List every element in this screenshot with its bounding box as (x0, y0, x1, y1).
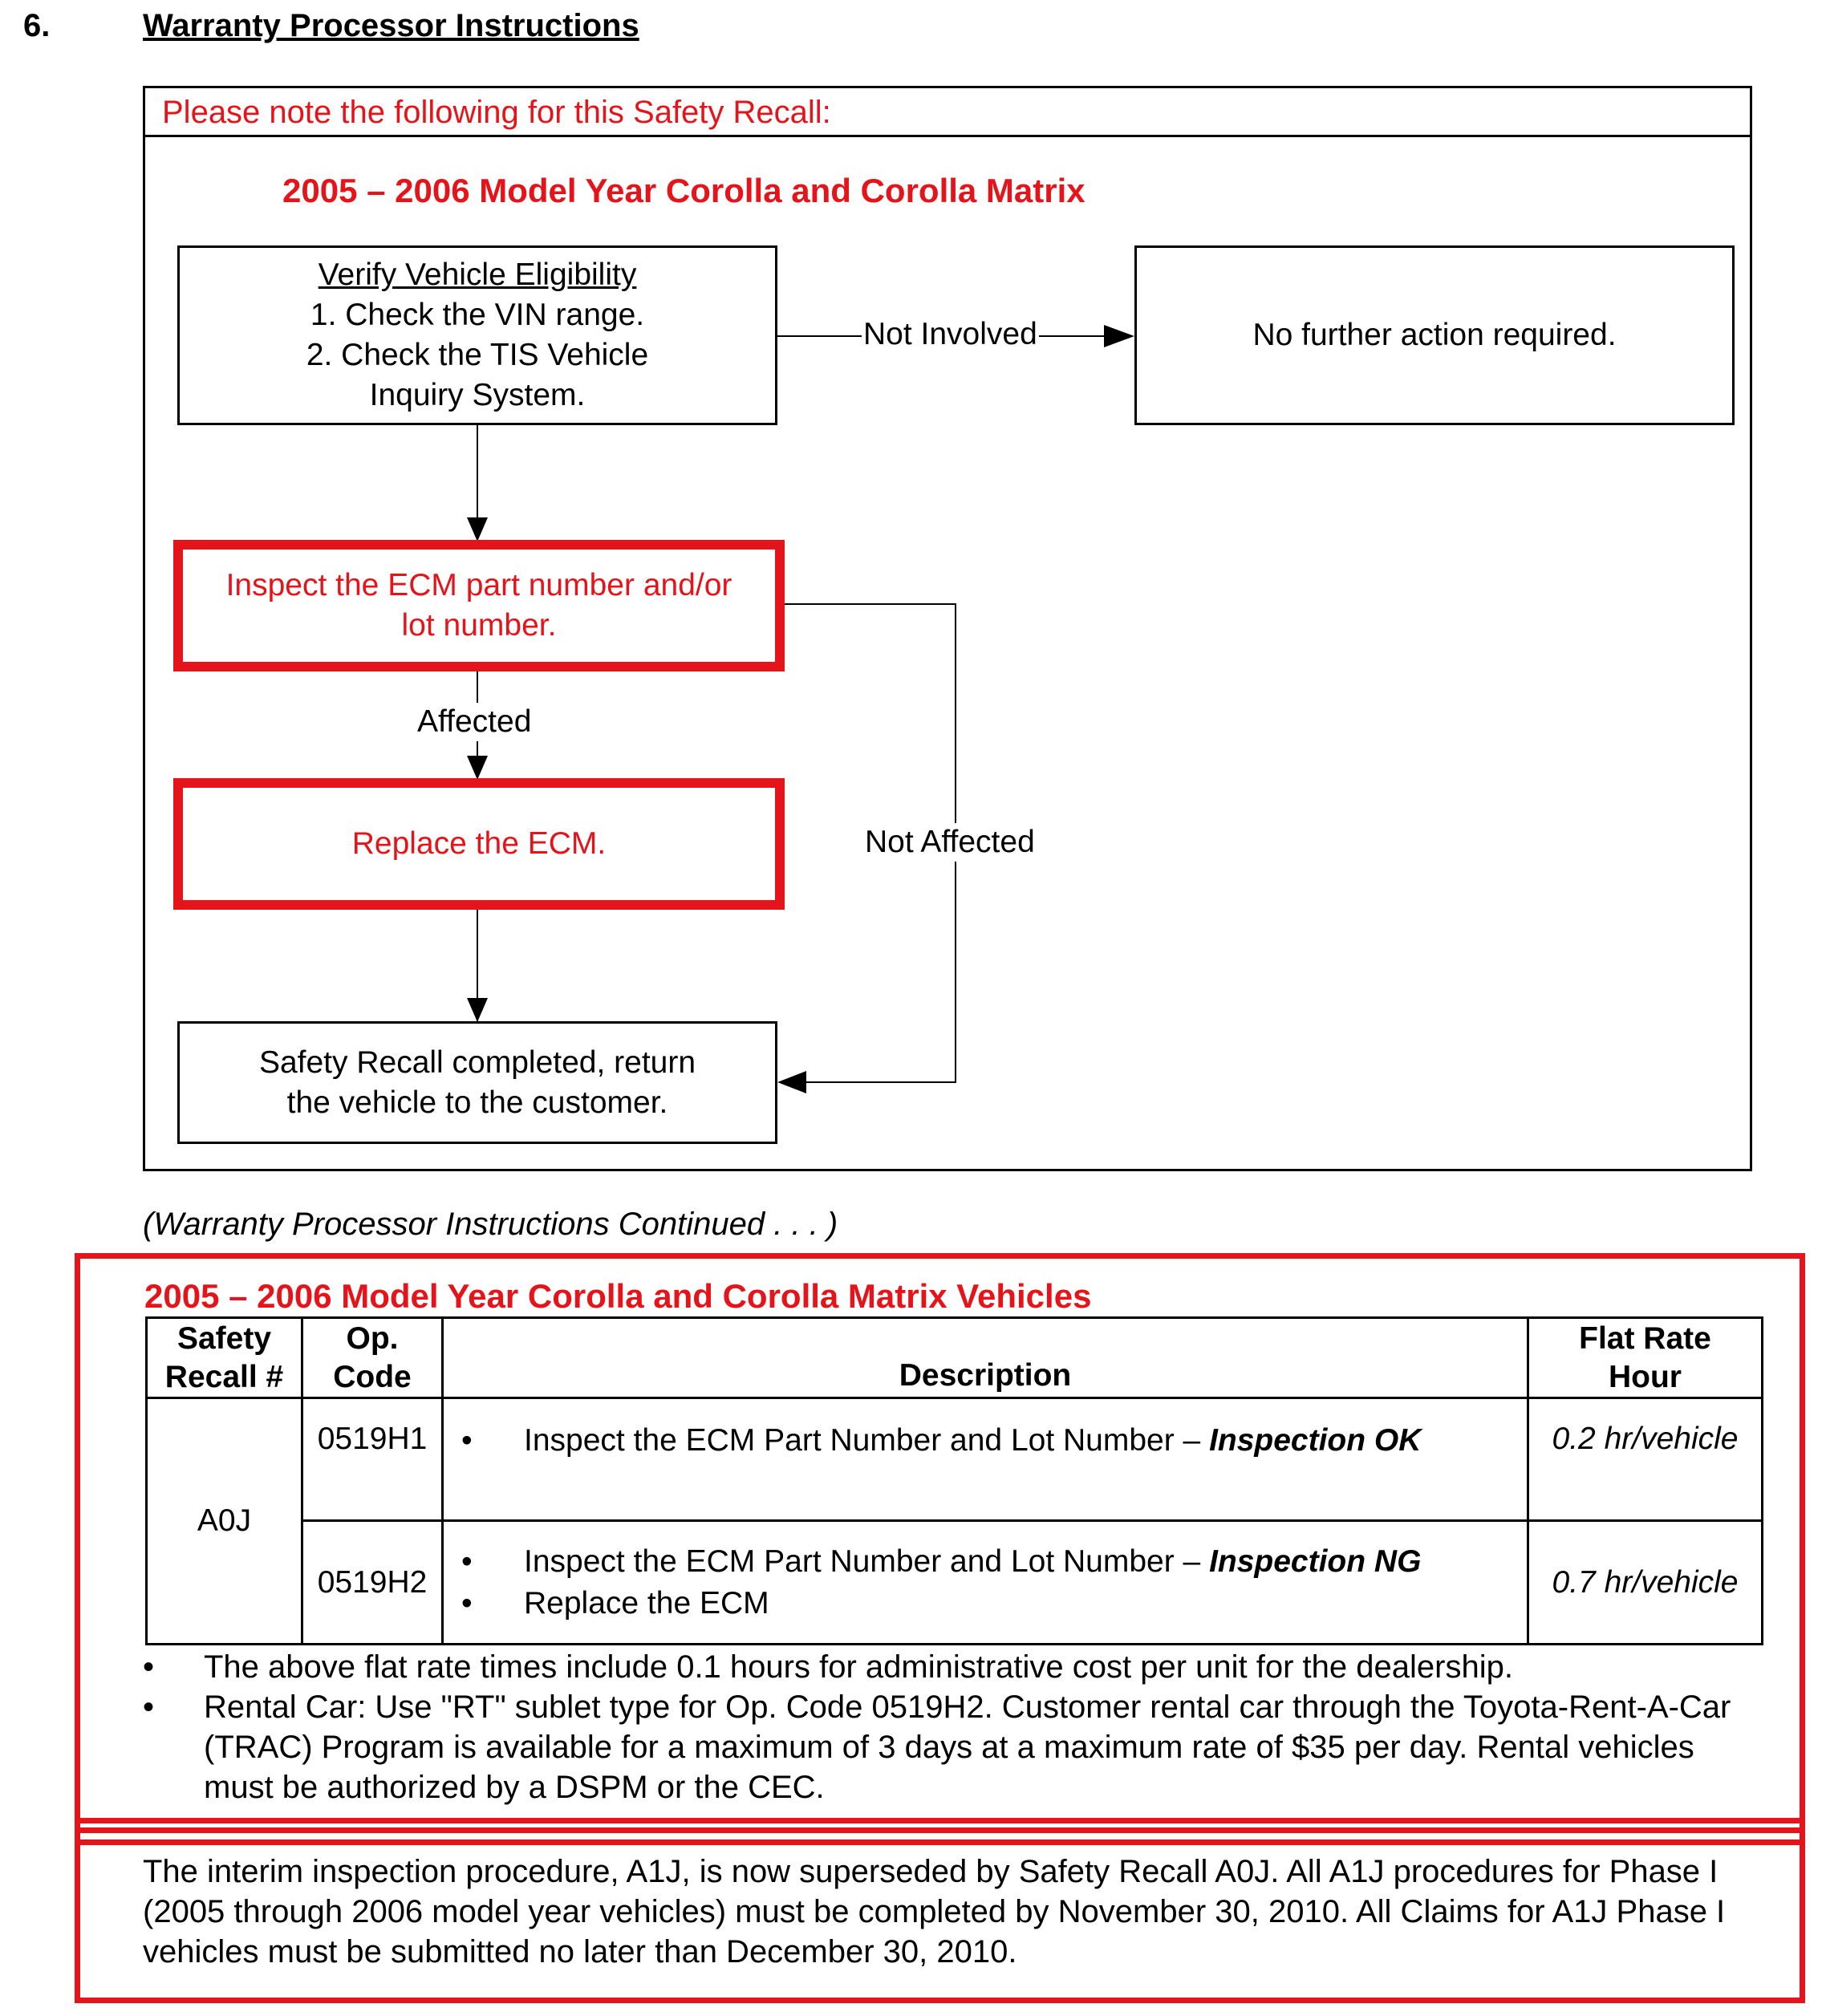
no-action-box: No further action required. (1134, 245, 1735, 425)
header-recall: Safety Recall # (145, 1316, 303, 1399)
recall-number: A0J (197, 1503, 252, 1538)
verify-to-inspect-arrowhead (467, 517, 488, 542)
table-heading: 2005 – 2006 Model Year Corolla and Corol… (144, 1277, 1092, 1315)
header-op-line-2: Code (333, 1359, 412, 1394)
completed-line-2: the vehicle to the customer. (286, 1085, 668, 1120)
not-affected-bottom-line (802, 1081, 956, 1083)
verify-step-2: 2. Check the TIS Vehicle (306, 338, 649, 372)
interim-frame (75, 1840, 1805, 2003)
flowchart-frame (143, 86, 1752, 1171)
not-affected-arrowhead (777, 1071, 806, 1093)
recall-note: Please note the following for this Safet… (162, 95, 831, 130)
header-rate-line-1: Flat Rate (1579, 1320, 1711, 1356)
description-text: Inspect the ECM Part Number and Lot Numb… (524, 1423, 1210, 1458)
bullet: • (461, 1423, 473, 1458)
header-flat-rate: Flat Rate Hour (1527, 1316, 1763, 1399)
affected-label: Affected (416, 703, 534, 741)
verify-step-3: Inquiry System. (369, 378, 586, 412)
completed-line-1: Safety Recall completed, return (258, 1045, 696, 1080)
verify-title: Verify Vehicle Eligibility (318, 258, 637, 292)
inspect-ecm-box: Inspect the ECM part number and/or lot n… (173, 540, 785, 671)
op-code: 0519H2 (317, 1564, 428, 1600)
flat-rate-notes: • The above flat rate times include 0.1 … (143, 1647, 1755, 1807)
not-affected-top-line (785, 603, 956, 605)
continued-note: (Warranty Processor Instructions Continu… (143, 1207, 838, 1242)
inspect-line-2: lot number. (401, 608, 557, 643)
description-result: Inspection OK (1209, 1423, 1422, 1458)
table-header-row: Safety Recall # Op. Code Description Fla… (145, 1316, 1763, 1399)
note-text: The above flat rate times include 0.1 ho… (204, 1649, 1513, 1685)
header-rate-line-2: Hour (1609, 1359, 1682, 1394)
flow-heading: 2005 – 2006 Model Year Corolla and Corol… (282, 172, 1085, 209)
description-cell: • Inspect the ECM Part Number and Lot Nu… (441, 1397, 1529, 1522)
op-code-table: Safety Recall # Op. Code Description Fla… (145, 1316, 1763, 1645)
header-desc-text: Description (899, 1358, 1072, 1393)
header-op-line-1: Op. (346, 1320, 399, 1356)
bullet: • (143, 1649, 155, 1685)
flat-rate-cell: 0.7 hr/vehicle (1527, 1519, 1763, 1645)
bullet: • (143, 1689, 155, 1725)
verify-eligibility-box: Verify Vehicle Eligibility 1. Check the … (177, 245, 777, 425)
replace-to-completed-arrowhead (467, 998, 488, 1022)
not-involved-label: Not Involved (862, 315, 1039, 354)
header-recall-line-1: Safety (177, 1320, 272, 1356)
table-row: A0J 0519H1 • Inspect the ECM Part Number… (145, 1397, 1763, 1645)
inspect-line-1: Inspect the ECM part number and/or (225, 568, 732, 602)
table-section-frame (75, 1253, 1805, 1833)
replace-ecm-box: Replace the ECM. (173, 778, 785, 910)
flat-rate-cell: 0.2 hr/vehicle (1527, 1397, 1763, 1522)
description-text: Inspect the ECM Part Number and Lot Numb… (524, 1543, 1210, 1579)
note-text: Rental Car: Use "RT" sublet type for Op.… (204, 1689, 1731, 1805)
header-description: Description (441, 1316, 1529, 1399)
recall-completed-box: Safety Recall completed, return the vehi… (177, 1021, 777, 1144)
header-op-code: Op. Code (301, 1316, 444, 1399)
bullet: • (461, 1543, 473, 1579)
note-divider (143, 135, 1752, 137)
note-item: • Rental Car: Use "RT" sublet type for O… (143, 1687, 1755, 1807)
replace-to-completed-line (477, 910, 478, 1022)
verify-to-inspect-line (477, 425, 478, 520)
inspect-to-replace-arrowhead (467, 756, 488, 780)
op-code-cell: 0519H2 (301, 1519, 444, 1645)
section-title: Warranty Processor Instructions (143, 8, 639, 43)
description-text-2: Replace the ECM (524, 1585, 769, 1621)
op-code-cell: 0519H1 (301, 1397, 444, 1522)
table-row: 0519H2 • Inspect the ECM Part Number and… (147, 1519, 1763, 1645)
flat-rate: 0.2 hr/vehicle (1552, 1422, 1739, 1456)
note-item: • The above flat rate times include 0.1 … (143, 1647, 1755, 1687)
recall-number-cell: A0J (145, 1397, 303, 1645)
description-cell: • Inspect the ECM Part Number and Lot Nu… (441, 1519, 1529, 1645)
header-recall-line-2: Recall # (164, 1359, 284, 1394)
op-code: 0519H1 (317, 1422, 428, 1456)
bullet: • (461, 1585, 473, 1621)
no-action-text: No further action required. (1252, 318, 1617, 352)
verify-step-1: 1. Check the VIN range. (310, 298, 645, 332)
section-number: 6. (23, 8, 51, 43)
not-affected-label: Not Affected (863, 823, 1037, 862)
description-result: Inspection NG (1209, 1543, 1422, 1579)
flat-rate: 0.7 hr/vehicle (1552, 1564, 1739, 1600)
interim-paragraph: The interim inspection procedure, A1J, i… (143, 1854, 1726, 1969)
replace-text: Replace the ECM. (351, 826, 607, 861)
not-involved-arrowhead (1104, 325, 1134, 347)
